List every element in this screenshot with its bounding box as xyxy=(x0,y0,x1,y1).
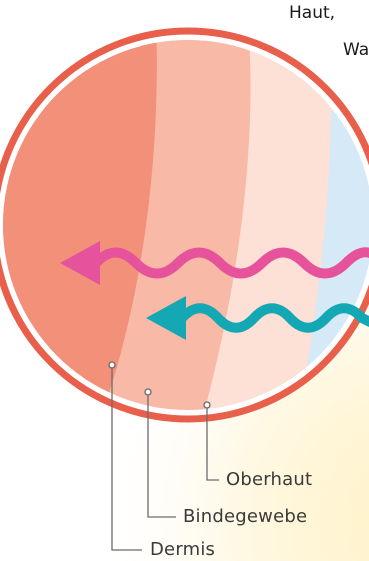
leader-dot-bindegewebe xyxy=(145,389,151,395)
leader-dot-oberhaut xyxy=(204,402,210,408)
caption-line-2: Wa xyxy=(343,40,369,60)
leader-dot-dermis xyxy=(109,362,115,368)
caption-line-1: Haut, xyxy=(289,3,335,23)
label-oberhaut: Oberhaut xyxy=(226,469,312,490)
label-bindegewebe: Bindegewebe xyxy=(183,506,307,527)
label-dermis: Dermis xyxy=(150,539,215,560)
